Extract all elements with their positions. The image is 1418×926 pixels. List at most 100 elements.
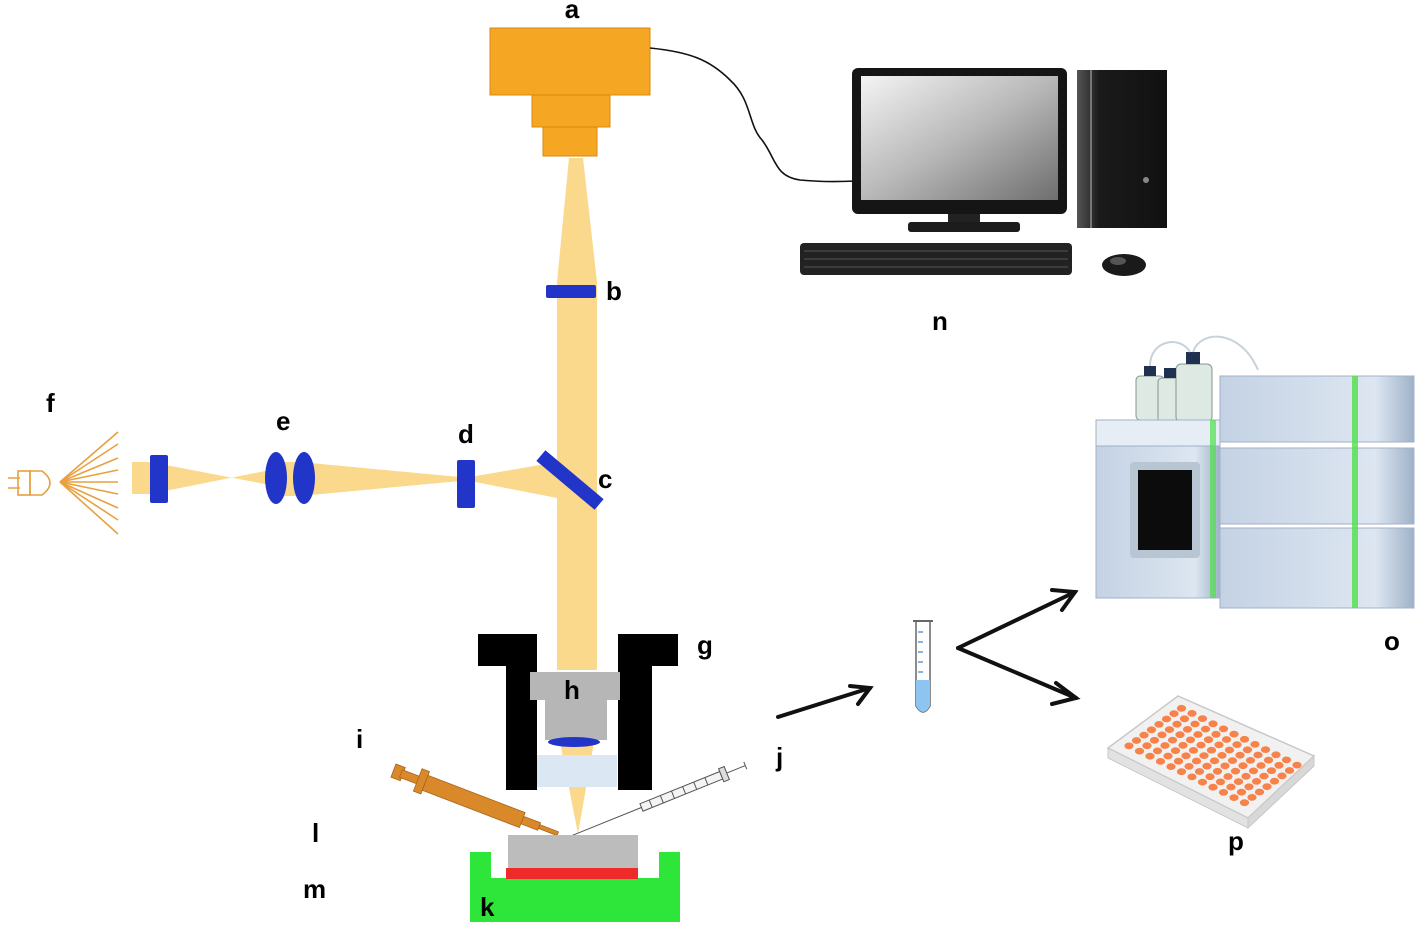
plate-well	[1259, 772, 1269, 780]
plate-well	[1245, 757, 1256, 764]
sample-stage	[470, 835, 680, 922]
plate-well	[1211, 730, 1221, 738]
aperture-d	[457, 460, 475, 508]
plate-well	[1131, 737, 1142, 744]
plate-well	[1170, 747, 1181, 754]
plate-well	[1145, 752, 1155, 760]
plate-well	[1239, 735, 1250, 743]
plate-well	[1169, 710, 1179, 717]
plate-well	[1157, 731, 1167, 739]
plate-well	[1184, 763, 1194, 770]
label-f: f	[46, 388, 55, 418]
plate-well	[1176, 704, 1187, 712]
plate-well	[1274, 761, 1284, 769]
source-filter	[150, 455, 168, 503]
well-plate-icon	[1106, 695, 1316, 830]
label-k: k	[480, 892, 495, 922]
plate-well	[1149, 736, 1160, 744]
plate-well	[1173, 757, 1184, 765]
plate-well	[1248, 767, 1259, 775]
plate-well	[1230, 767, 1241, 775]
plate-well	[1223, 773, 1233, 780]
plate-well	[1220, 762, 1230, 770]
plate-well	[1215, 778, 1226, 786]
process-arrows	[776, 588, 1081, 719]
plate-well	[1277, 772, 1287, 780]
plate-well	[1209, 757, 1220, 765]
plate-well	[1227, 757, 1238, 764]
label-l: l	[312, 818, 319, 848]
plate-well	[1226, 783, 1236, 791]
objective-holder	[478, 634, 678, 790]
component-labels: a b c d e f g h i j k l m n o p	[46, 0, 1400, 922]
lens-e-2	[293, 452, 315, 504]
plate-well	[1208, 783, 1218, 791]
plate-well	[1260, 746, 1271, 753]
plate-well	[1229, 794, 1239, 801]
plate-well	[1253, 751, 1263, 759]
plate-well	[1254, 788, 1265, 796]
plate-well	[1244, 783, 1254, 791]
plate-well	[1271, 751, 1281, 759]
plate-well	[1247, 794, 1257, 801]
plate-well	[1214, 741, 1224, 749]
plate-well	[1155, 758, 1166, 765]
camera	[489, 27, 651, 157]
plate-well	[1292, 761, 1302, 769]
label-m: m	[303, 874, 326, 904]
plate-well	[1146, 726, 1157, 734]
plate-well	[1197, 715, 1208, 722]
plate-well	[1200, 725, 1211, 733]
plate-well	[1256, 762, 1266, 769]
plate-well	[1241, 772, 1251, 780]
plate-well	[1196, 741, 1206, 749]
plate-well	[1163, 752, 1173, 760]
plate-well	[1266, 767, 1277, 775]
beam-to-mirror	[470, 462, 557, 498]
plate-well	[1250, 741, 1260, 748]
plate-well	[1203, 736, 1214, 744]
plate-well	[1263, 756, 1274, 764]
plate-well	[1238, 762, 1248, 770]
lens-e-1	[265, 452, 287, 504]
plate-well	[1208, 720, 1218, 728]
label-d: d	[458, 419, 474, 449]
plate-well	[1172, 720, 1182, 728]
camera-cable	[649, 47, 857, 183]
label-c: c	[598, 464, 612, 494]
plate-well	[1218, 725, 1229, 733]
label-b: b	[606, 276, 622, 306]
plate-well	[1194, 768, 1205, 775]
label-g: g	[697, 630, 713, 660]
plate-well	[1178, 741, 1188, 749]
plate-well	[1187, 710, 1197, 717]
plate-well	[1179, 715, 1190, 723]
plate-well	[1185, 736, 1196, 744]
plate-well	[1224, 746, 1235, 754]
label-j: j	[775, 742, 783, 772]
plate-well	[1232, 741, 1242, 748]
label-o: o	[1384, 626, 1400, 656]
hplc-instrument-icon	[1095, 335, 1415, 609]
plate-well	[1193, 731, 1203, 738]
plate-well	[1188, 747, 1199, 754]
plate-well	[1181, 752, 1191, 760]
plate-well	[1190, 720, 1200, 728]
plate-well	[1221, 736, 1232, 743]
dichroic-mirror-c	[536, 450, 604, 510]
plate-well	[1134, 747, 1145, 755]
plate-well	[1233, 778, 1244, 785]
objective-lens	[530, 672, 620, 787]
plate-well	[1236, 788, 1247, 796]
plate-well	[1269, 777, 1280, 785]
plate-well	[1235, 751, 1245, 759]
label-p: p	[1228, 826, 1244, 856]
beam-to-lenses	[150, 462, 270, 494]
plate-well	[1229, 730, 1239, 738]
plate-well	[1167, 736, 1178, 744]
plate-well	[1284, 767, 1295, 774]
plate-well	[1191, 757, 1202, 765]
plate-well	[1262, 783, 1272, 790]
plate-well	[1212, 767, 1223, 775]
